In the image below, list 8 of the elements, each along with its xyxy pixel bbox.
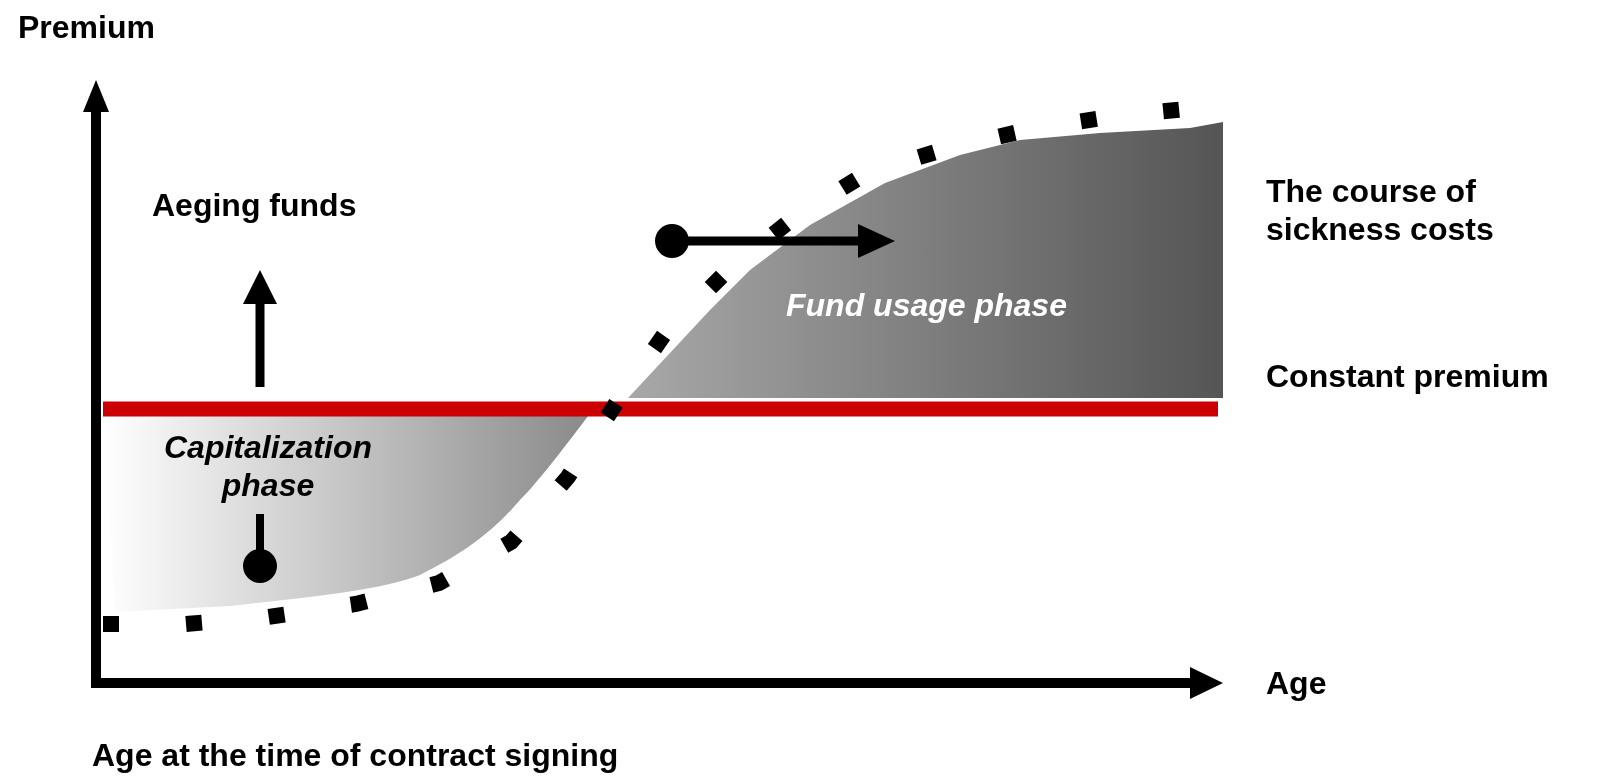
axis-note: Age at the time of contract signing bbox=[92, 736, 619, 775]
curve-label: The course of sickness costs bbox=[1266, 172, 1495, 249]
line-label: Constant premium bbox=[1266, 357, 1549, 396]
area-label: Capitalization phase bbox=[163, 428, 373, 505]
annotation-label: Aeging funds bbox=[152, 186, 357, 225]
axis-title: Age bbox=[1266, 664, 1327, 703]
area-label: Fund usage phase bbox=[786, 286, 1067, 325]
axis-title: Premium bbox=[18, 8, 155, 47]
